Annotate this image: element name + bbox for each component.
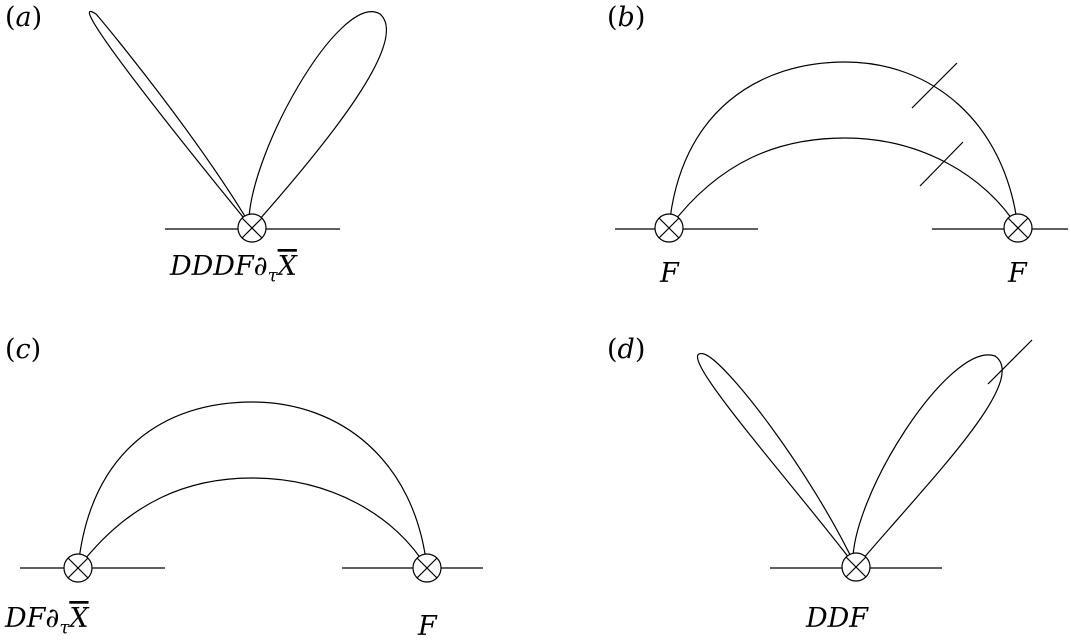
panel-c-right-vertex-icon [412,553,442,583]
panel-a-vertex-icon [237,213,267,243]
panel-c: (c) DF∂τX F [4,334,483,642]
panel-a-vertex-label: DDDF∂τX [169,251,299,286]
panel-c-tag: (c) [5,334,41,365]
panel-b: (b) F F [607,2,1068,289]
panel-b-right-label: F [1007,258,1028,289]
panel-a-left-loop [88,11,253,229]
panel-d-left-loop [697,353,857,568]
panel-a: (a) DDDF∂τX [5,2,387,286]
panel-a-tag: (a) [5,2,42,33]
panel-d: (d) DDF [607,334,1033,634]
panel-c-outer-arc [77,401,428,569]
panel-d-tag: (d) [607,334,645,365]
panel-d-right-loop [852,354,1003,568]
panel-d-vertex-label: DDF [805,603,869,634]
panel-c-left-label: DF∂τX [4,603,90,638]
panel-b-left-label: F [659,258,680,289]
panel-b-tag: (b) [607,2,645,33]
panel-b-outer-slash [911,62,958,109]
panel-c-inner-arc [77,477,428,569]
panel-d-vertex-icon [841,552,871,582]
panel-c-left-vertex-icon [63,553,93,583]
panel-a-right-loop [248,11,387,229]
panel-b-left-vertex-icon [654,213,684,243]
panel-b-outer-arc [668,61,1019,229]
panel-d-slash [987,339,1033,385]
panel-b-inner-slash [919,141,964,187]
panel-c-right-label: F [417,611,438,642]
panel-b-right-vertex-icon [1003,213,1033,243]
panel-b-inner-arc [668,137,1019,229]
